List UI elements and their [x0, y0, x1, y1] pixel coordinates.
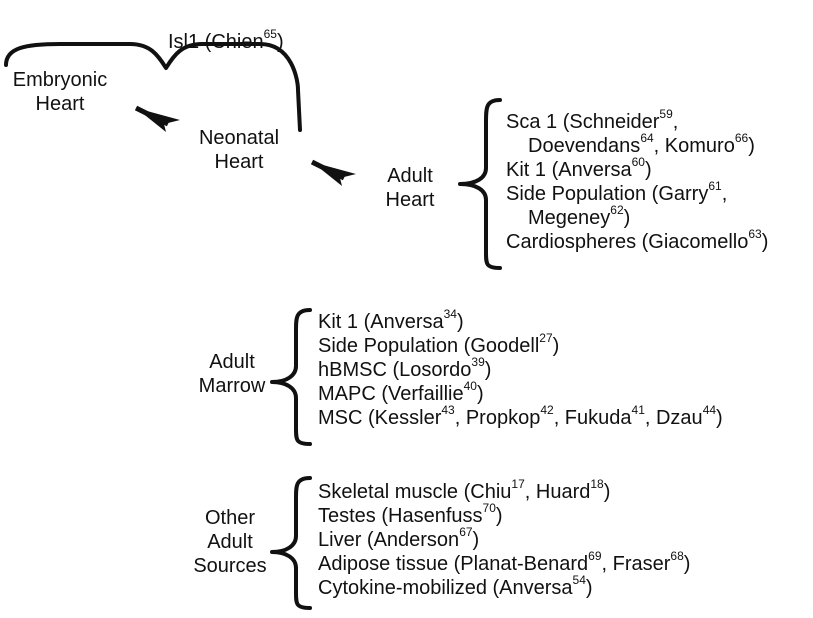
adult-marrow-label: Adult Marrow: [198, 351, 266, 397]
marrow-source-item: Side Population (Goodell27): [318, 331, 560, 357]
other-source-item: Liver (Anderson67): [318, 525, 480, 551]
embryonic-heart-label: Embryonic Heart: [12, 69, 108, 115]
marrow-source-item: MSC (Kessler43, Propkop42, Fukuda41, Dza…: [318, 403, 723, 429]
other-brace: [270, 476, 312, 610]
adult-heart-source-item: Sca 1 (Schneider59,: [506, 107, 679, 133]
adult-heart-source-item: Side Population (Garry61,: [506, 179, 728, 205]
other-sources-label: Other Adult Sources: [193, 507, 267, 577]
marrow-source-item: hBMSC (Losordo39): [318, 355, 492, 381]
adult-heart-list: Sca 1 (Schneider59,Doevendans64, Komuro6…: [506, 107, 769, 254]
isl1-label: Isl1 (Chien65): [168, 27, 284, 53]
adult-heart-source-item: Cardiospheres (Giacomello63): [506, 227, 769, 253]
other-source-item: Cytokine-mobilized (Anversa54): [318, 573, 593, 599]
adult-heart-source-item: Kit 1 (Anversa60): [506, 155, 652, 181]
adult-heart-label: Adult Heart: [385, 165, 435, 211]
adult-heart-source-item: Doevendans64, Komuro66): [528, 131, 755, 157]
marrow-list: Kit 1 (Anversa34)Side Population (Goodel…: [318, 307, 723, 430]
other-source-item: Testes (Hasenfuss70): [318, 501, 503, 527]
marrow-brace: [270, 308, 312, 446]
other-list: Skeletal muscle (Chiu17, Huard18)Testes …: [318, 477, 691, 600]
neonatal-heart-label: Neonatal Heart: [198, 127, 280, 173]
marrow-source-item: MAPC (Verfaillie40): [318, 379, 484, 405]
other-source-item: Adipose tissue (Planat-Benard69, Fraser6…: [318, 549, 691, 575]
marrow-source-item: Kit 1 (Anversa34): [318, 307, 464, 333]
adult-heart-brace: [458, 98, 502, 270]
adult-heart-source-item: Megeney62): [528, 203, 631, 229]
other-source-item: Skeletal muscle (Chiu17, Huard18): [318, 477, 611, 503]
isl1-bracket: [4, 42, 302, 132]
